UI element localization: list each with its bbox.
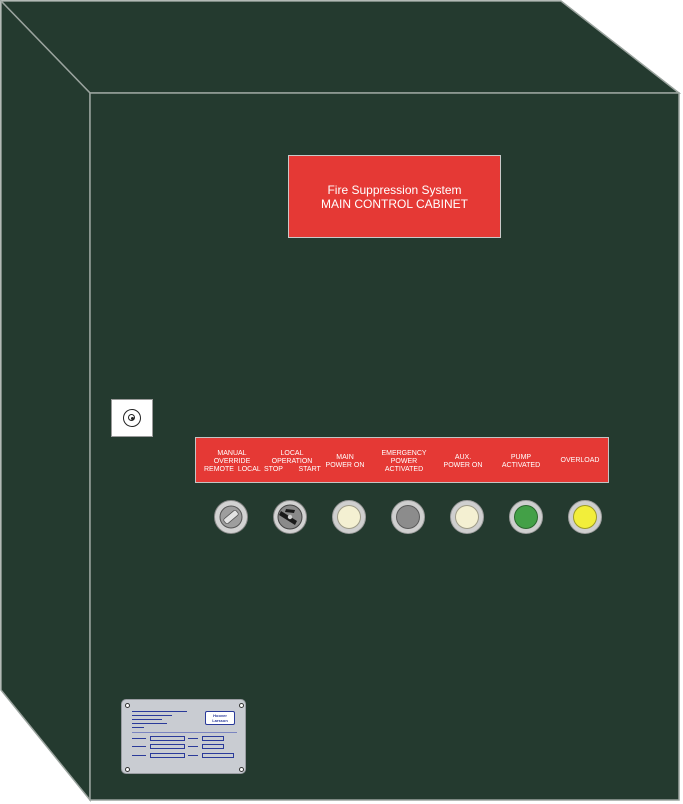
label-aux-power-on: AUX. POWER ON [443, 454, 483, 469]
nameplate-divider [132, 732, 237, 733]
nameplate-text-line [132, 723, 167, 724]
nameplate: Hoover Larsson [121, 699, 246, 774]
nameplate-field [202, 736, 224, 741]
aux-power-on-light[interactable] [450, 500, 484, 534]
nameplate-text-line [132, 711, 187, 712]
nameplate-text-line [132, 715, 172, 716]
cabinet-left-face [0, 0, 91, 803]
nameplate-text-line [132, 719, 162, 720]
emergency-power-activated-lens [396, 505, 420, 529]
overload-light[interactable] [568, 500, 602, 534]
nameplate-field-label [188, 746, 198, 747]
nameplate-field [150, 736, 185, 741]
nameplate-text-line [132, 727, 144, 728]
screw-icon [125, 703, 130, 708]
nameplate-field [150, 744, 185, 749]
pump-activated-light[interactable] [509, 500, 543, 534]
label-start: START [298, 466, 321, 473]
title-line-1: Fire Suppression System [327, 182, 462, 197]
title-line-2: MAIN CONTROL CABINET [321, 196, 468, 211]
nameplate-logo: Hoover Larsson [205, 711, 235, 725]
title-panel: Fire Suppression System MAIN CONTROL CAB… [288, 155, 501, 238]
nameplate-field-label [132, 755, 146, 756]
screw-icon [239, 767, 244, 772]
nameplate-field-label [132, 746, 146, 747]
cabinet-top-face [0, 0, 682, 94]
control-label-strip: MANUAL OVERRIDE REMOTE LOCAL LOCAL OPERA… [195, 437, 609, 483]
screw-icon [239, 703, 244, 708]
overload-lens [573, 505, 597, 529]
nameplate-field [202, 744, 224, 749]
main-power-on-light[interactable] [332, 500, 366, 534]
screw-icon [125, 767, 130, 772]
label-local: LOCAL [237, 466, 261, 473]
emergency-power-activated-light[interactable] [391, 500, 425, 534]
key-switch-icon [277, 504, 303, 530]
label-local-operation: LOCAL OPERATION STOP START [264, 450, 321, 473]
label-emergency-power-activated: EMERGENCY POWER ACTIVATED [381, 450, 427, 473]
label-main-power-on: MAIN POWER ON [325, 454, 365, 469]
lock-icon [123, 409, 141, 427]
nameplate-field [202, 753, 234, 758]
local-operation-key-switch[interactable] [273, 500, 307, 534]
nameplate-field [150, 753, 185, 758]
selector-switch-icon [219, 505, 243, 529]
nameplate-field-label [132, 738, 146, 739]
pump-activated-lens [514, 505, 538, 529]
label-pump-activated: PUMP ACTIVATED [501, 454, 541, 469]
main-power-on-lens [337, 505, 361, 529]
aux-power-on-lens [455, 505, 479, 529]
label-stop: STOP [264, 466, 283, 473]
label-manual-override: MANUAL OVERRIDE REMOTE LOCAL [204, 450, 261, 473]
label-remote: REMOTE [204, 466, 234, 473]
nameplate-field-label [188, 738, 198, 739]
door-lock[interactable] [111, 399, 153, 437]
manual-override-selector[interactable] [214, 500, 248, 534]
nameplate-field-label [188, 755, 198, 756]
label-overload: OVERLOAD [560, 457, 600, 464]
